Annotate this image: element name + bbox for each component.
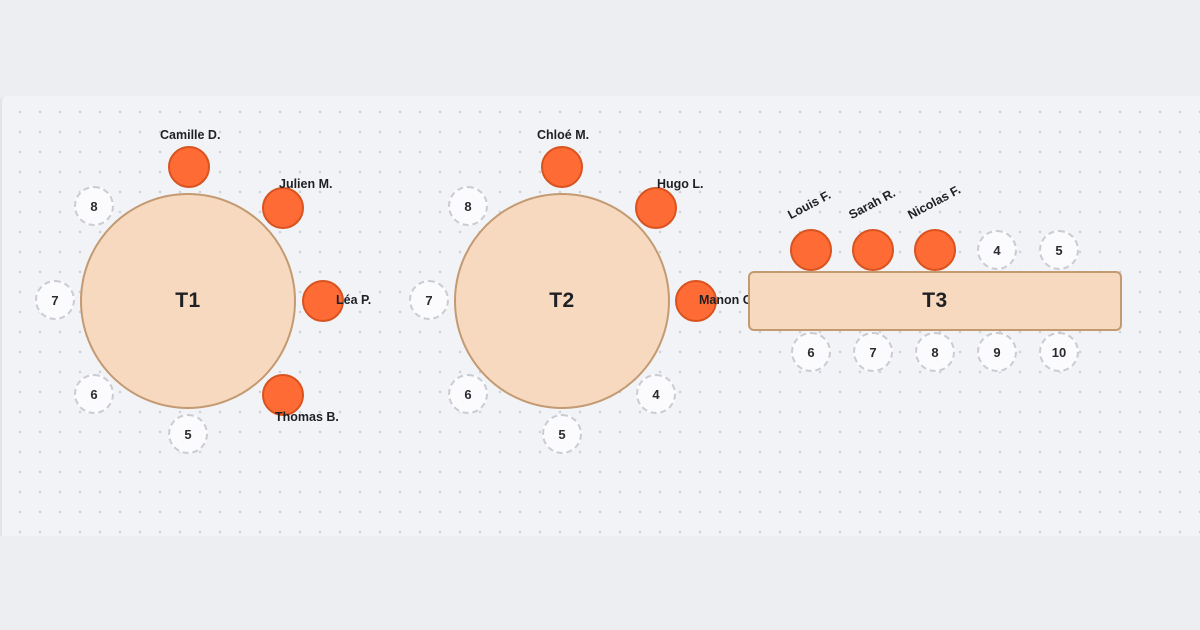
guest-name: Nicolas F. (905, 182, 963, 222)
guest-name: Louis F. (785, 187, 834, 222)
seat-occupied[interactable] (262, 187, 304, 229)
seat-empty[interactable]: 8 (915, 332, 955, 372)
seat-empty[interactable]: 5 (168, 414, 208, 454)
seat-empty[interactable]: 10 (1039, 332, 1079, 372)
seat-empty[interactable]: 7 (35, 280, 75, 320)
seat-empty[interactable]: 8 (74, 186, 114, 226)
seat-empty[interactable]: 6 (791, 332, 831, 372)
guest-name: Léa P. (336, 293, 372, 307)
seat-occupied[interactable] (790, 229, 832, 271)
seat-occupied[interactable] (914, 229, 956, 271)
table-label: T2 (549, 289, 575, 312)
seat-empty[interactable]: 4 (636, 374, 676, 414)
guest-name: Thomas B. (275, 410, 339, 424)
seat-empty[interactable]: 5 (1039, 230, 1079, 270)
seat-occupied[interactable] (262, 374, 304, 416)
seat-occupied[interactable] (302, 280, 344, 322)
table-label: T3 (922, 289, 948, 312)
seat-occupied[interactable] (168, 146, 210, 188)
guest-name: Chloé M. (537, 128, 590, 142)
seat-empty[interactable]: 5 (542, 414, 582, 454)
guest-name: Julien M. (279, 177, 333, 191)
seat-empty[interactable]: 7 (853, 332, 893, 372)
guest-name: Hugo L. (657, 177, 704, 191)
seating-canvas[interactable]: T1 Camille D. Julien M. Léa P. Thomas B.… (0, 96, 1200, 536)
seat-occupied[interactable] (852, 229, 894, 271)
table-t2[interactable]: T2 (454, 193, 670, 409)
table-label: T1 (175, 289, 201, 312)
seat-empty[interactable]: 7 (409, 280, 449, 320)
seat-empty[interactable]: 9 (977, 332, 1017, 372)
seat-empty[interactable]: 4 (977, 230, 1017, 270)
seat-occupied[interactable] (635, 187, 677, 229)
seat-occupied[interactable] (675, 280, 717, 322)
table-t3[interactable]: T3 (748, 271, 1122, 331)
seat-empty[interactable]: 6 (448, 374, 488, 414)
guest-name: Sarah R. (846, 185, 898, 222)
seat-occupied[interactable] (541, 146, 583, 188)
table-t1[interactable]: T1 (80, 193, 296, 409)
guest-name: Camille D. (160, 128, 221, 142)
seat-empty[interactable]: 6 (74, 374, 114, 414)
seat-empty[interactable]: 8 (448, 186, 488, 226)
guest-name: Manon G. (699, 293, 756, 307)
